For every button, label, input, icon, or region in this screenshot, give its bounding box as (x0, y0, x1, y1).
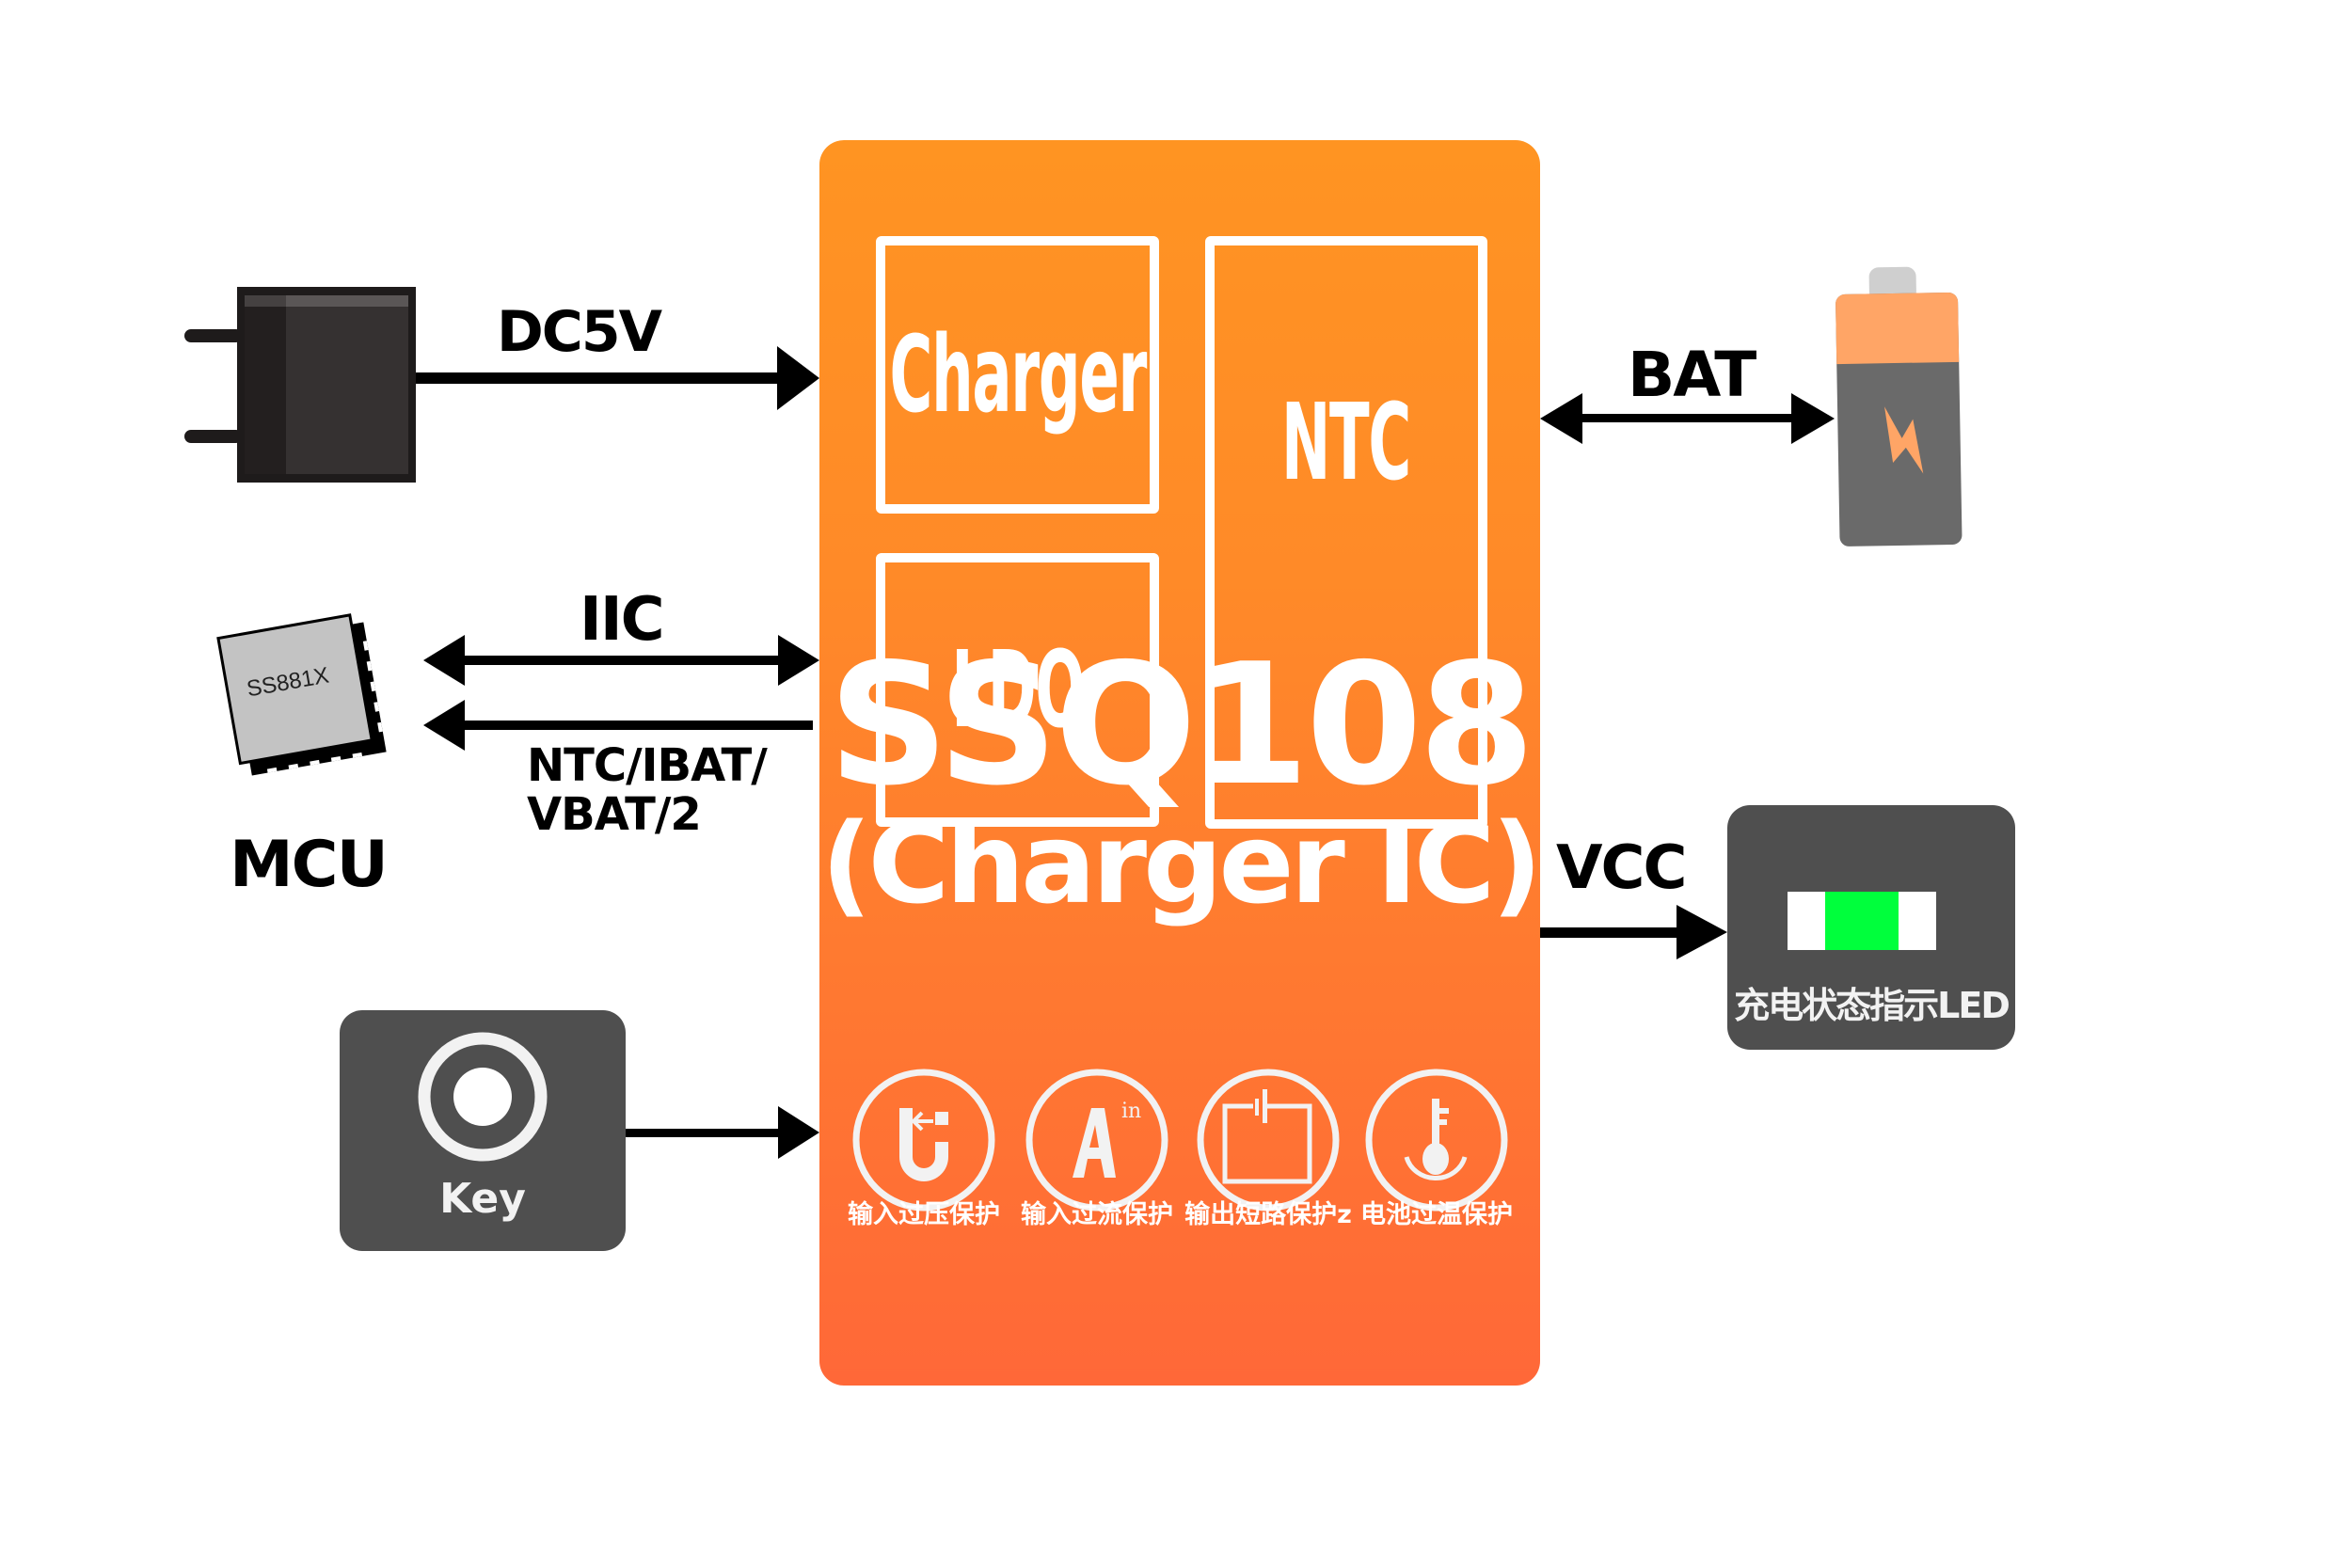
bat-label: BAT (1628, 339, 1756, 411)
adc-signal-label-line2: VBAT/2 (527, 788, 702, 841)
ic-subtitle: (Charger IC) (820, 799, 1543, 928)
charger-ic-block: Charger LDO NTC SSQ108 (Charger IC) in 输… (819, 140, 1543, 1386)
key-arrow (626, 1106, 819, 1159)
status-led-label: 充电状态指示LED (1734, 985, 2010, 1026)
ntc-block: NTC (1205, 236, 1487, 829)
dc5v-label: DC5V (497, 299, 662, 365)
ldo-block: LDO (876, 553, 1159, 827)
key-button-box[interactable]: Key (340, 1010, 626, 1251)
bat-arrow (1540, 393, 1835, 444)
power-plug-icon (184, 287, 416, 483)
iic-label: IIC (580, 585, 665, 655)
dc5v-arrow (416, 346, 819, 410)
ic-part-number: SSQ108 (828, 627, 1534, 822)
over-temperature-icon (1365, 1069, 1508, 1212)
short-circuit-icon (1197, 1069, 1340, 1212)
overvoltage-label: 输入过压保护 (848, 1200, 1000, 1229)
mcu-label: MCU (230, 828, 389, 902)
adc-signal-arrow (423, 700, 813, 751)
vcc-arrow (1540, 905, 1727, 959)
overcurrent-superscript: in (1121, 1100, 1141, 1123)
led-icon (1788, 892, 1936, 950)
battery-icon (1836, 266, 1963, 546)
status-led-box: 充电状态指示LED (1727, 805, 2015, 1050)
charger-block-label: Charger (889, 313, 1147, 436)
key-label: Key (439, 1175, 526, 1223)
over-temperature-label: 电池过温保护 (1360, 1200, 1513, 1229)
overvoltage-icon (852, 1069, 995, 1212)
ldo-block-label: LDO (950, 628, 1085, 752)
vcc-label: VCC (1556, 833, 1687, 903)
ntc-block-label: NTC (1281, 382, 1411, 504)
adc-signal-label-line1: NTC/IBAT/ (527, 739, 768, 792)
charger-block: Charger (876, 236, 1159, 514)
iic-arrow (423, 635, 819, 686)
mcu-chip-icon (216, 613, 387, 776)
short-circuit-label: 输出短路保护z (1184, 1200, 1352, 1229)
overcurrent-label: 输入过流保护 (1021, 1200, 1173, 1229)
push-button-icon (418, 1032, 548, 1162)
overcurrent-icon: in (1025, 1069, 1168, 1212)
